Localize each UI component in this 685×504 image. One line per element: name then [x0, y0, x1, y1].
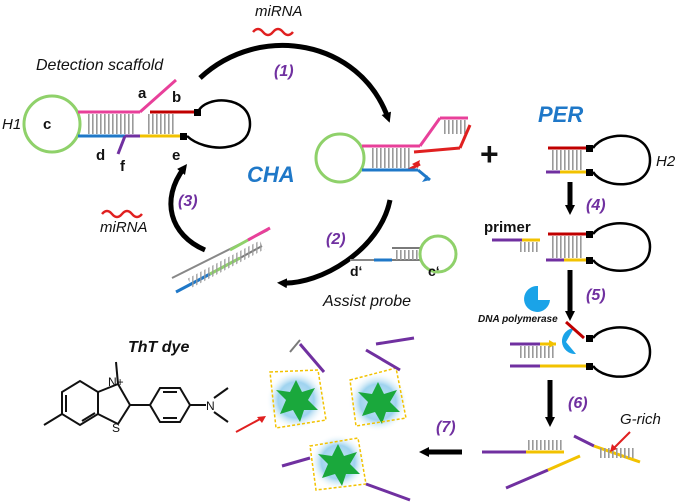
step-5-label: (5): [586, 287, 606, 304]
dye-pointer-arrow: [235, 417, 263, 433]
domain-d-label: d: [96, 147, 105, 164]
domain-a-label: a: [138, 85, 147, 102]
dna-polymerase-icon: [524, 285, 550, 312]
arrow-step-2: [277, 199, 393, 289]
n-plus-label: N+: [108, 375, 124, 389]
domain-b-label: b: [172, 89, 181, 106]
mirna-left-label: miRNA: [100, 219, 148, 236]
assist-probe-label: Assist probe: [322, 293, 411, 310]
primer-label: primer: [484, 219, 531, 236]
step-3-label: (3): [178, 193, 198, 210]
per-label: PER: [538, 102, 583, 127]
tht-dye-structure: [43, 361, 229, 427]
mirna-top-wave: [252, 27, 294, 37]
h2-hairpin: [546, 134, 652, 186]
arrow-step-1: [198, 42, 392, 123]
h1-hairpin: [22, 78, 252, 155]
assist-probe: [350, 234, 458, 274]
n-label: N: [206, 399, 215, 413]
step-6-label: (6): [568, 395, 588, 412]
extension-complex: [510, 320, 652, 378]
step-4-label: (4): [586, 197, 606, 214]
primer-h2-complex: [492, 222, 652, 272]
step-2-label: (2): [326, 231, 346, 248]
mirna-top-label: miRNA: [255, 3, 303, 20]
cha-label: CHA: [247, 162, 295, 187]
arrow-step-3: [168, 163, 207, 253]
cha-intermediate: [314, 116, 472, 184]
g-rich-label: G-rich: [620, 411, 661, 428]
domain-c-prime-label: c‘: [428, 263, 440, 279]
dna-polymerase-label: DNA polymerase: [478, 314, 558, 325]
mirna-left-wave: [101, 209, 143, 219]
domain-f-label: f: [120, 158, 126, 175]
h1-label: H1: [2, 116, 21, 133]
domain-d-prime-label: d‘: [350, 263, 362, 279]
domain-e-label: e: [172, 147, 180, 164]
g-quadruplex-complexes: [266, 336, 415, 502]
step-1-label: (1): [274, 63, 294, 80]
g-rich-products: [482, 434, 641, 490]
sulfur-label: S: [112, 421, 120, 435]
domain-c-label: c: [43, 116, 51, 133]
step-7-label: (7): [436, 419, 456, 436]
tht-dye-label: ThT dye: [128, 339, 189, 356]
cha-product-duplex: [171, 226, 271, 294]
h2-label: H2: [656, 153, 676, 170]
detection-scaffold-label: Detection scaffold: [36, 57, 164, 74]
plus-sign: +: [480, 136, 499, 172]
